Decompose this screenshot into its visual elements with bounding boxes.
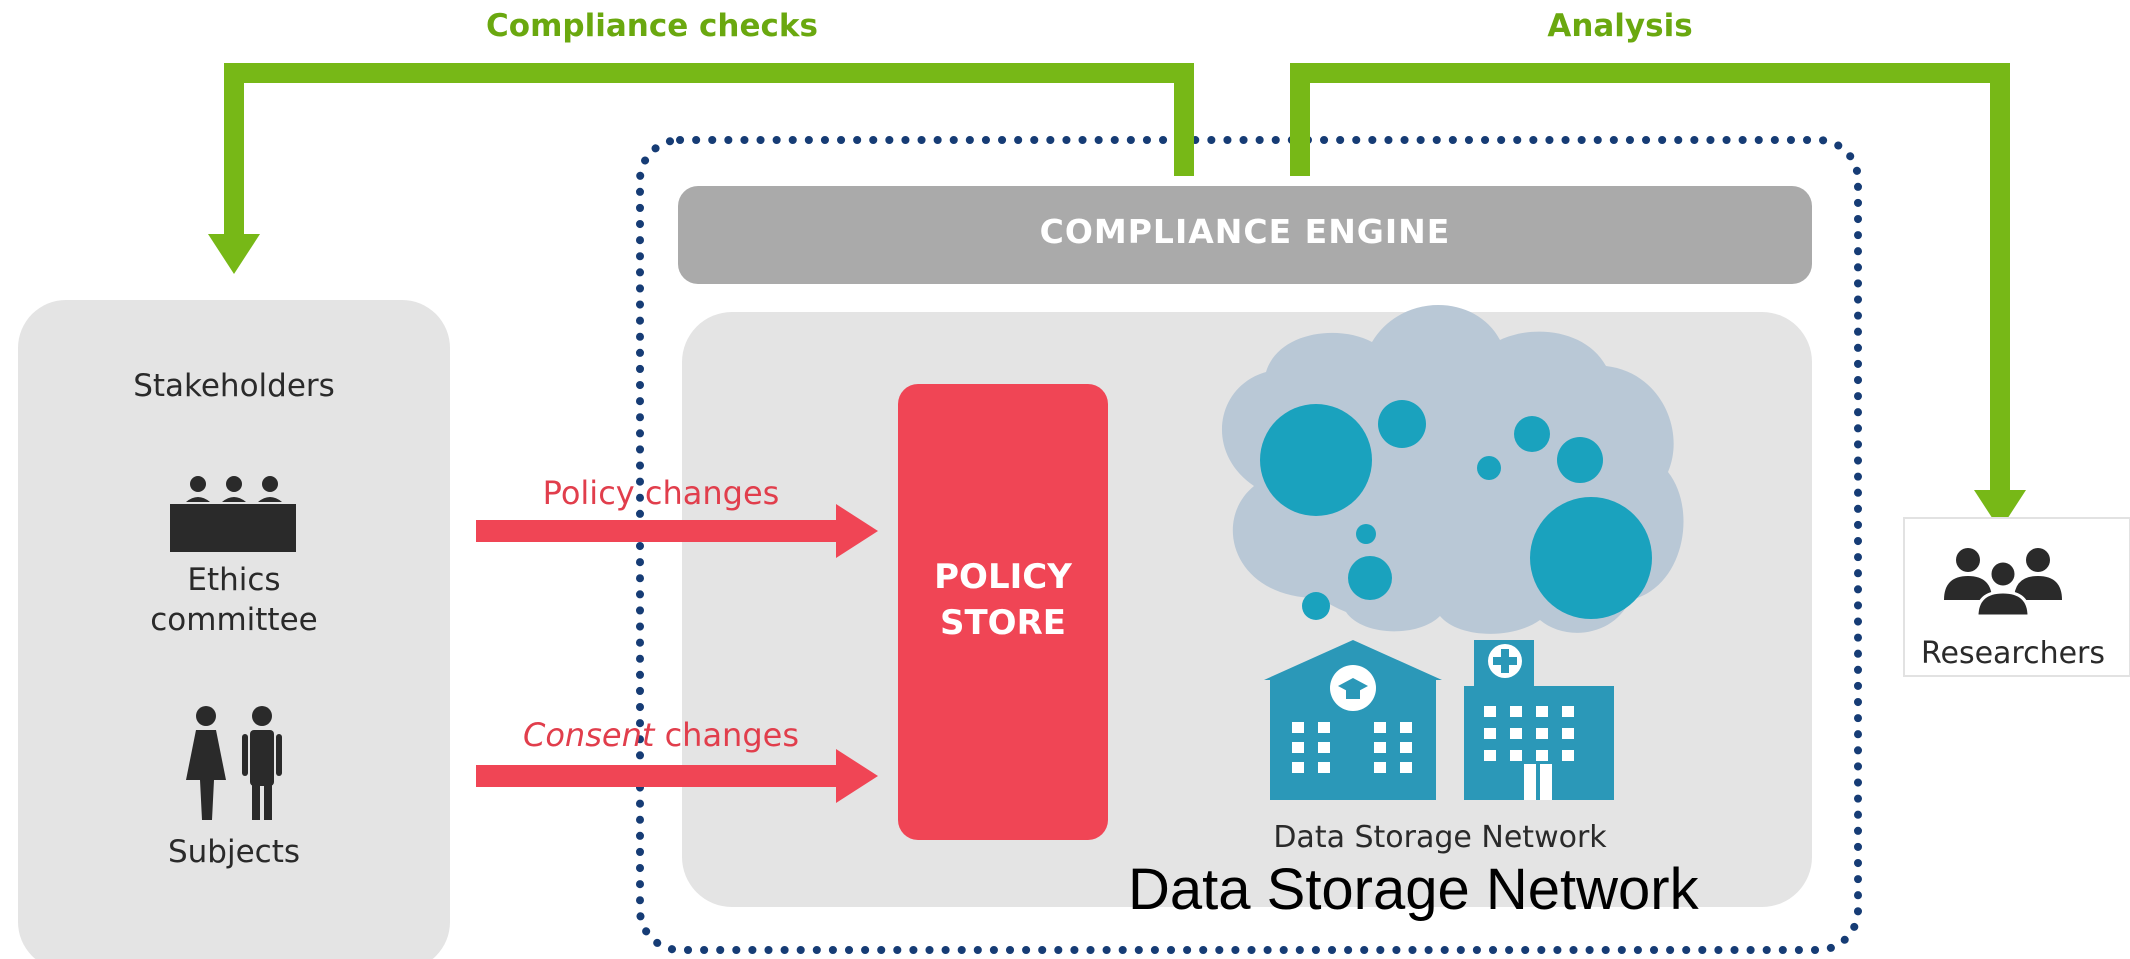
- policy-store-label: POLICY STORE: [898, 554, 1108, 646]
- school-building-icon: [1264, 640, 1442, 800]
- subjects-label: Subjects: [167, 834, 301, 870]
- compliance-engine-bar: [678, 186, 1812, 284]
- policy-changes-arrow: [476, 520, 846, 542]
- researchers-label: Researchers: [1920, 636, 2106, 671]
- policy-changes-label: Policy changes: [542, 474, 780, 512]
- consent-changes-arrow: [476, 765, 846, 787]
- analysis-label: Analysis: [1547, 8, 1693, 44]
- data-storage-network-overlay-label: Data Storage Network: [1128, 857, 1699, 922]
- analysis-arrowhead: [1974, 490, 2026, 530]
- hospital-building-icon: [1464, 640, 1614, 800]
- consent-changes-arrowhead: [836, 749, 878, 803]
- ethics-committee-line1: Ethics: [187, 562, 281, 598]
- consent-changes-label: Consent changes: [488, 716, 834, 754]
- researchers-icon: [1944, 548, 2062, 618]
- analysis-connector: [1290, 63, 2010, 498]
- policy-store-box: [898, 384, 1108, 840]
- ethics-committee-label: Ethics committee: [100, 560, 368, 640]
- consent-rest: changes: [654, 716, 799, 754]
- compliance-checks-arrowhead: [208, 234, 260, 274]
- data-storage-network-label: Data Storage Network: [1273, 820, 1607, 855]
- consent-word: Consent: [523, 716, 655, 754]
- compliance-engine-label: COMPLIANCE ENGINE: [1039, 212, 1451, 251]
- stakeholders-title: Stakeholders: [133, 368, 335, 404]
- policy-store-line2: STORE: [940, 603, 1066, 643]
- ethics-committee-icon: [170, 476, 296, 552]
- compliance-checks-label: Compliance checks: [486, 8, 818, 44]
- data-cloud-icon: [1221, 305, 1684, 634]
- policy-changes-arrowhead: [836, 504, 878, 558]
- ethics-committee-line2: committee: [150, 602, 318, 638]
- stakeholders-panel: [18, 300, 450, 959]
- compliance-checks-connector: [224, 63, 1194, 244]
- trust-boundary: [636, 136, 1862, 954]
- subjects-icon: [186, 706, 282, 820]
- policy-store-line1: POLICY: [934, 557, 1072, 597]
